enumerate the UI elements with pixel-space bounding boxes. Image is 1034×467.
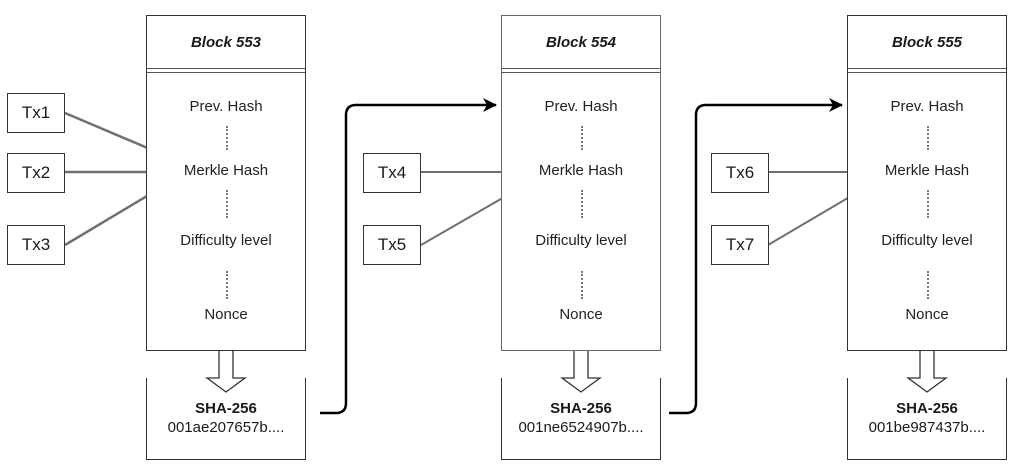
tx5-arrow [420, 191, 514, 246]
hash-label: SHA-256 [195, 400, 257, 417]
field-prev-hash: Prev. Hash [189, 98, 263, 115]
field-separator [927, 126, 929, 150]
tx-box-tx2: Tx2 [7, 153, 65, 193]
field-difficulty: Difficulty level [535, 232, 627, 249]
hash-value: 001ae207657b.... [167, 419, 285, 436]
hash-box-554: SHA-256 001ne6524907b.... [501, 378, 661, 460]
field-merkle-hash: Merkle Hash [884, 162, 970, 179]
hash-box-553: SHA-256 001ae207657b.... [146, 378, 306, 460]
tx-box-tx5: Tx5 [363, 225, 421, 265]
block-title: Block 553 [147, 16, 305, 69]
field-nonce: Nonce [905, 306, 949, 323]
field-merkle-hash: Merkle Hash [538, 162, 624, 179]
hash-value: 001be987437b.... [868, 419, 986, 436]
tx-box-tx7: Tx7 [711, 225, 769, 265]
hash-label: SHA-256 [896, 400, 958, 417]
field-prev-hash: Prev. Hash [544, 98, 618, 115]
field-difficulty: Difficulty level [180, 232, 272, 249]
hash-label: SHA-256 [550, 400, 612, 417]
field-separator [581, 271, 583, 299]
block-555: Block 555 Prev. Hash Merkle Hash Difficu… [847, 15, 1007, 351]
tx-box-tx1: Tx1 [7, 93, 65, 133]
field-separator [226, 126, 228, 150]
block-title: Block 554 [502, 16, 660, 69]
field-difficulty: Difficulty level [881, 232, 973, 249]
hash-box-555: SHA-256 001be987437b.... [847, 378, 1007, 460]
tx-box-tx6: Tx6 [711, 153, 769, 193]
field-nonce: Nonce [204, 306, 248, 323]
field-merkle-hash: Merkle Hash [183, 162, 269, 179]
block-553: Block 553 Prev. Hash Merkle Hash Difficu… [146, 15, 306, 351]
field-separator [581, 190, 583, 218]
block-title: Block 555 [848, 16, 1006, 69]
field-separator [927, 271, 929, 299]
tx7-arrow [767, 191, 859, 246]
tx1-arrow [64, 111, 158, 154]
header-divider [147, 69, 305, 73]
tx3-arrow [64, 188, 158, 247]
header-divider [848, 69, 1006, 73]
field-separator [581, 126, 583, 150]
header-divider [502, 69, 660, 73]
hash-value: 001ne6524907b.... [518, 419, 644, 436]
field-nonce: Nonce [559, 306, 603, 323]
field-separator [226, 190, 228, 218]
field-separator [927, 190, 929, 218]
field-prev-hash: Prev. Hash [890, 98, 964, 115]
tx-box-tx3: Tx3 [7, 225, 65, 265]
block-554: Block 554 Prev. Hash Merkle Hash Difficu… [501, 15, 661, 351]
tx-box-tx4: Tx4 [363, 153, 421, 193]
field-separator [226, 271, 228, 299]
